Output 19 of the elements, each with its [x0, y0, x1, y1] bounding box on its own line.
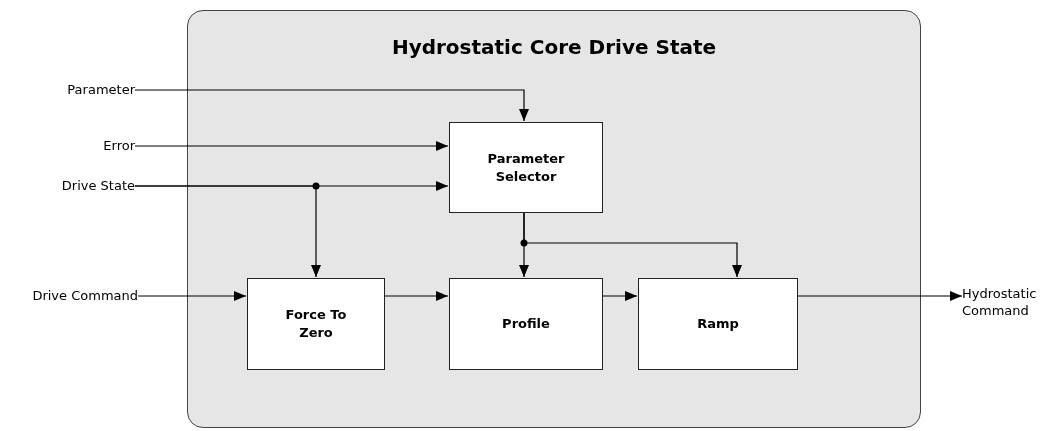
system-panel [187, 10, 921, 428]
arrow [383, 291, 449, 301]
process-box: Ramp [638, 278, 798, 370]
process-box: Parameter Selector [449, 122, 603, 213]
input-label: Parameter [67, 81, 135, 99]
process-box: Force To Zero [247, 278, 385, 370]
arrow [134, 89, 529, 122]
input-label: Drive Command [32, 287, 138, 305]
input-label: Drive State [61, 177, 135, 195]
arrow [796, 291, 963, 301]
arrow [134, 185, 321, 278]
arrow [134, 141, 449, 151]
panel-title: Hydrostatic Core Drive State [390, 35, 718, 59]
process-box: Profile [449, 278, 603, 370]
output-label: Hydrostatic Command [962, 286, 1038, 320]
arrow [523, 211, 742, 278]
input-label: Error [103, 137, 135, 155]
arrow [601, 291, 638, 301]
arrow [137, 291, 247, 301]
